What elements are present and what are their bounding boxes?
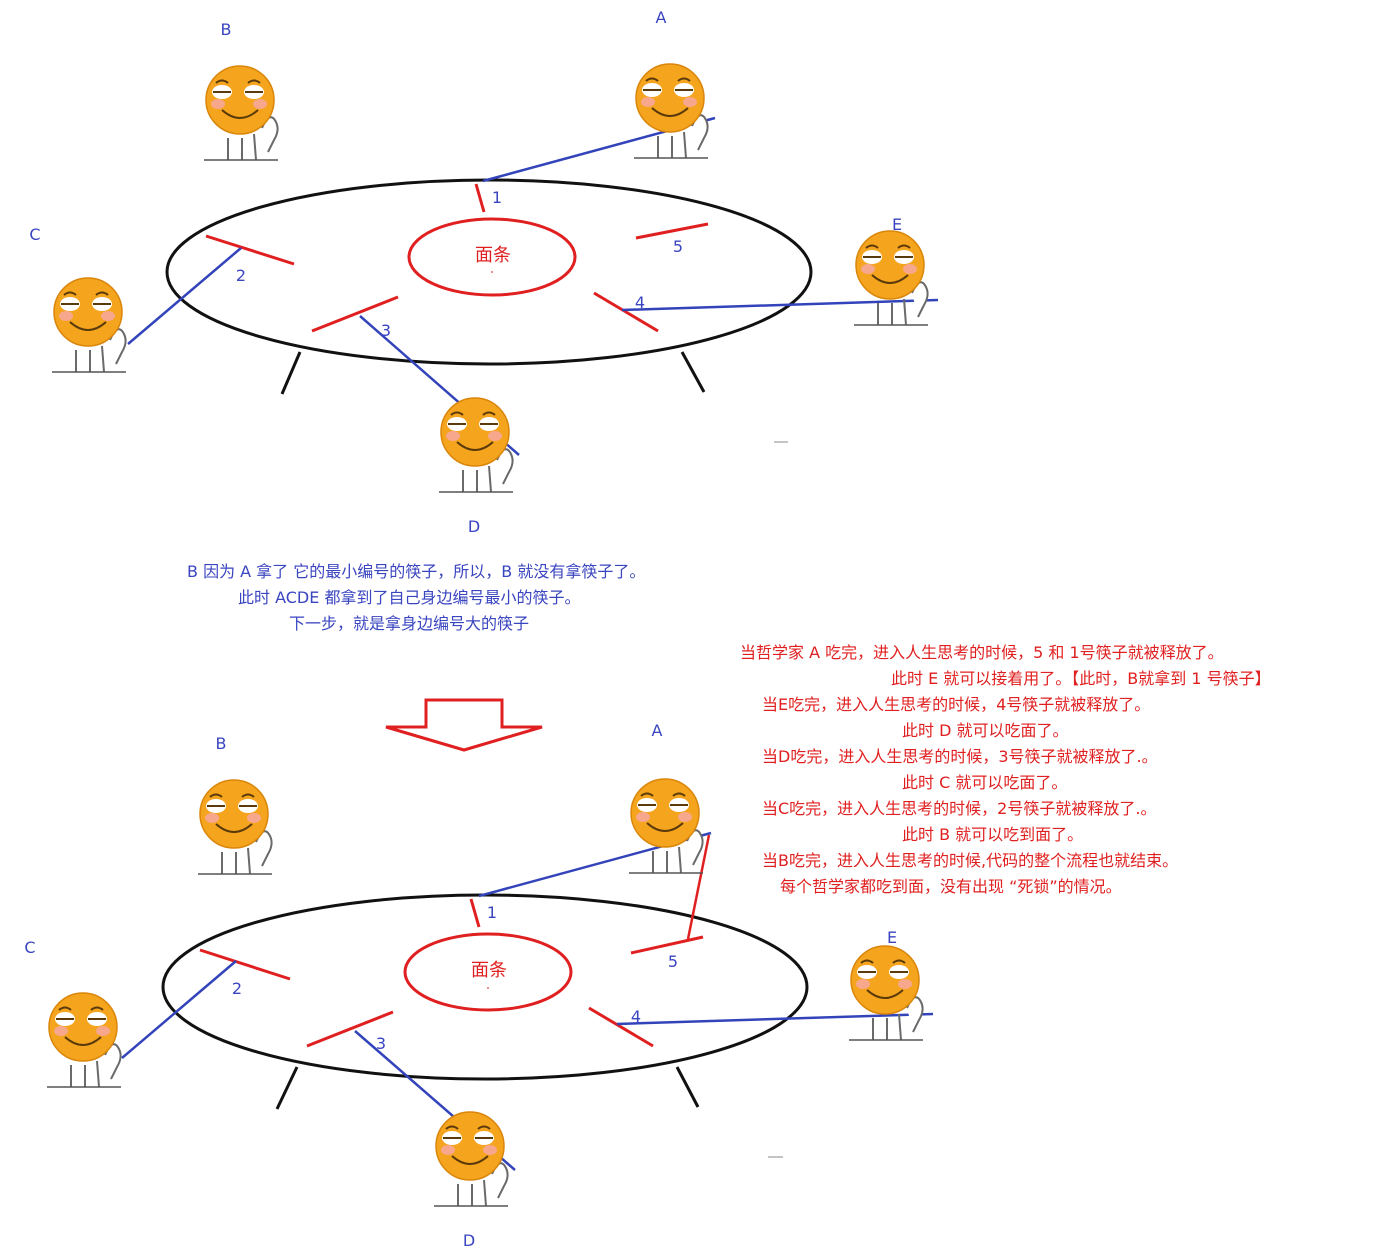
grab-line-e-4	[616, 1012, 934, 1026]
red-note-line-8: 此时 B 就可以吃到面了。	[902, 825, 1084, 844]
blue-note-line-2: 此时 ACDE 都拿到了自己身边编号最小的筷子。	[238, 588, 581, 607]
philosopher-labels: A B C D E	[24, 721, 897, 1250]
philosopher-icon	[433, 1111, 509, 1207]
philosophers	[51, 63, 929, 493]
grab-line-c-2	[121, 960, 237, 1059]
grab-line-c-2	[127, 247, 242, 345]
grab-line-e-4	[621, 298, 939, 312]
philosopher-label-d: D	[463, 1231, 475, 1250]
philosopher-label-a: A	[656, 8, 667, 27]
chopstick-number-1: 1	[492, 188, 502, 207]
red-note-line-4: 此时 D 就可以吃面了。	[902, 721, 1069, 740]
philosopher-icon	[633, 63, 709, 159]
grab-line-a-5	[686, 834, 711, 940]
philosopher-label-c: C	[29, 225, 40, 244]
philosopher-label-c: C	[24, 938, 35, 957]
table-leg	[275, 1066, 299, 1110]
chopstick-3	[311, 295, 399, 333]
chopstick-number-5: 5	[668, 952, 678, 971]
philosopher-label-d: D	[468, 517, 480, 536]
philosopher-label-b: B	[221, 20, 232, 39]
noodle-bowl	[407, 217, 577, 297]
philosopher-icon	[628, 778, 704, 874]
chopstick-5	[635, 222, 709, 240]
dining-table	[161, 893, 809, 1081]
red-note-line-7: 当C吃完，进入人生思考的时候，2号筷子就被释放了.。	[762, 799, 1157, 818]
chopstick-number-1: 1	[487, 903, 497, 922]
dining-table	[165, 178, 813, 366]
red-note-line-6: 此时 C 就可以吃面了。	[902, 773, 1068, 792]
noodle-label: 面条	[475, 245, 511, 266]
chopstick-number-4: 4	[635, 293, 645, 312]
chopstick-5	[630, 935, 704, 955]
blue-note-line-1: B 因为 A 拿了 它的最小编号的筷子，所以，B 就没有拿筷子了。	[187, 562, 646, 581]
chopstick-numbers: 1 2 3 4 5	[236, 188, 683, 340]
chopstick-3	[306, 1010, 394, 1048]
red-note-line-9: 当B吃完，进入人生思考的时候,代码的整个流程也就结束。	[762, 851, 1179, 870]
red-note-line-3: 当E吃完，进入人生思考的时候，4号筷子就被释放了。	[762, 695, 1151, 714]
philosopher-labels: A B C D E	[29, 8, 902, 536]
philosopher-label-e: E	[887, 928, 897, 947]
chopstick-number-3: 3	[381, 321, 391, 340]
philosopher-icon	[203, 65, 279, 161]
red-note-line-10: 每个哲学家都吃到面，没有出现 “死锁”的情况。	[780, 877, 1122, 896]
chopstick-1	[469, 898, 481, 928]
red-note-line-1: 当哲学家 A 吃完，进入人生思考的时候，5 和 1号筷子就被释放了。	[740, 643, 1224, 662]
red-note-line-2: 此时 E 就可以接着用了。【此时，B就拿到 1 号筷子】	[891, 669, 1271, 688]
philosopher-label-a: A	[652, 721, 663, 740]
chopstick-number-5: 5	[673, 237, 683, 256]
chopstick-4	[593, 291, 659, 333]
philosopher-icon	[438, 397, 514, 493]
chopstick-2	[205, 234, 295, 266]
chopsticks	[205, 183, 709, 333]
table-leg	[680, 351, 706, 393]
philosophers	[46, 778, 924, 1207]
chopsticks	[199, 898, 704, 1048]
philosopher-label-e: E	[892, 215, 902, 234]
grab-lines	[127, 116, 939, 456]
chopstick-4	[588, 1006, 654, 1048]
table-leg	[675, 1066, 700, 1108]
chopstick-numbers: 1 2 3 4 5	[232, 903, 678, 1053]
philosopher-icon	[853, 230, 929, 326]
scene-top: 面条 1 2 3 4 5	[29, 8, 939, 536]
scene-bottom: 面条 1 2 3 4 5	[24, 721, 934, 1250]
chopstick-number-4: 4	[631, 1007, 641, 1026]
chopstick-number-2: 2	[236, 266, 246, 285]
noodle-bowl	[403, 932, 573, 1012]
philosopher-icon	[51, 277, 127, 373]
philosopher-icon	[197, 779, 273, 875]
philosopher-icon	[848, 945, 924, 1041]
philosopher-icon	[46, 992, 122, 1088]
blue-note-line-3: 下一步，就是拿身边编号大的筷子	[289, 614, 530, 633]
noodle-label: 面条	[471, 960, 507, 981]
red-note-line-5: 当D吃完，进入人生思考的时候，3号筷子就被释放了.。	[762, 747, 1158, 766]
chopstick-2	[199, 948, 291, 981]
chopstick-number-3: 3	[376, 1034, 386, 1053]
philosopher-label-b: B	[216, 734, 227, 753]
chopstick-1	[474, 183, 486, 213]
chopstick-number-2: 2	[232, 979, 242, 998]
down-arrow-icon	[385, 698, 543, 752]
table-leg	[280, 351, 302, 395]
